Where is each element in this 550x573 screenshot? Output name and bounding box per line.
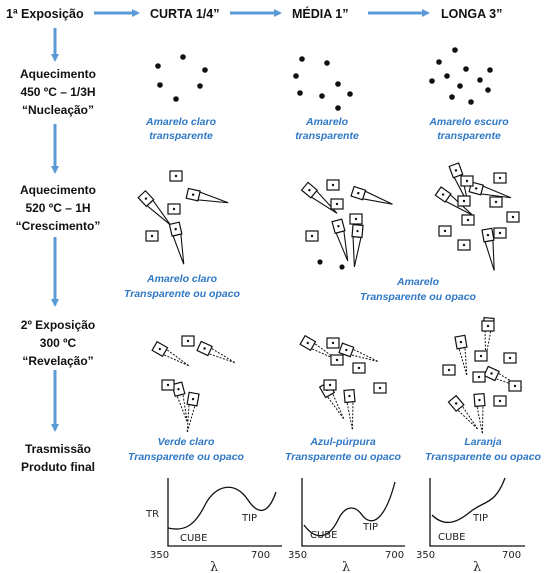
svg-text:Aquecimento: Aquecimento — [20, 183, 96, 197]
svg-text:Amarelo escuro: Amarelo escuro — [428, 116, 509, 128]
header-col-short: CURTA 1/4” — [150, 7, 219, 21]
transmission-graph-short: TR CUBE TIP 350 700 λ — [145, 478, 282, 573]
svg-text:Transparente ou opaco: Transparente ou opaco — [128, 451, 245, 463]
svg-text:Amarelo claro: Amarelo claro — [145, 116, 217, 128]
result-final-short: Verde claro Transparente ou opaco — [128, 436, 245, 463]
crystals-growth-medium — [300, 179, 395, 270]
graph-tip-label: TIP — [362, 522, 378, 533]
header-col-medium: MÉDIA 1” — [292, 6, 349, 21]
graph-cube-label: CUBE — [180, 533, 207, 544]
graph-xmax: 700 — [502, 550, 521, 561]
step-final: Trasmissão Produto final — [21, 442, 95, 474]
svg-text:Trasmissão: Trasmissão — [25, 442, 91, 456]
graph-tip-label: TIP — [472, 513, 488, 524]
svg-text:transparente: transparente — [437, 130, 501, 142]
graph-cube-label: CUBE — [310, 530, 337, 541]
header-col-long: LONGA 3” — [441, 7, 502, 21]
svg-text:Azul-púrpura: Azul-púrpura — [309, 436, 375, 448]
graph-xmin: 350 — [150, 550, 169, 561]
svg-text:Produto final: Produto final — [21, 460, 95, 474]
crystals-dev-short — [151, 335, 239, 435]
nuclei-long — [429, 47, 493, 105]
svg-text:Transparente ou opaco: Transparente ou opaco — [425, 451, 542, 463]
graph-xvar: λ — [342, 560, 350, 573]
nuclei-short — [155, 54, 208, 102]
svg-text:transparente: transparente — [149, 130, 213, 142]
svg-text:Amarelo: Amarelo — [305, 116, 349, 128]
result-growth-short: Amarelo claro Transparente ou opaco — [124, 273, 241, 300]
crystals-dev-medium — [299, 335, 387, 431]
graph-xvar: λ — [473, 560, 481, 573]
crystals-growth-short — [137, 170, 230, 266]
result-nucleation-medium: Amarelo transparente — [295, 116, 359, 142]
crystals-dev-long — [442, 317, 526, 435]
svg-text:“Revelação”: “Revelação” — [22, 354, 93, 368]
graph-tip-label: TIP — [241, 513, 257, 524]
svg-text:520 ºC – 1H: 520 ºC – 1H — [25, 201, 90, 215]
graph-ylabel: TR — [145, 509, 159, 520]
svg-text:Aquecimento: Aquecimento — [20, 67, 96, 81]
graph-xvar: λ — [210, 560, 218, 573]
svg-text:Transparente ou opaco: Transparente ou opaco — [124, 288, 241, 300]
result-growth-other: Amarelo Transparente ou opaco — [360, 276, 477, 303]
graph-xmax: 700 — [251, 550, 270, 561]
svg-text:450 ºC – 1/3H: 450 ºC – 1/3H — [20, 85, 95, 99]
svg-text:transparente: transparente — [295, 130, 359, 142]
step-growth: Aquecimento 520 ºC – 1H “Crescimento” — [16, 183, 101, 233]
svg-text:Transparente ou opaco: Transparente ou opaco — [360, 291, 477, 303]
result-nucleation-long: Amarelo escuro transparente — [428, 116, 509, 142]
svg-text:Amarelo claro: Amarelo claro — [146, 273, 218, 285]
result-final-long: Laranja Transparente ou opaco — [425, 436, 542, 463]
graph-xmax: 700 — [385, 550, 404, 561]
header-step1: 1ª Exposição — [6, 7, 84, 21]
svg-text:Laranja: Laranja — [464, 436, 502, 448]
svg-text:Amarelo: Amarelo — [396, 276, 440, 288]
graph-cube-label: CUBE — [438, 532, 465, 543]
svg-text:2º Exposição: 2º Exposição — [21, 318, 95, 332]
graph-xmin: 350 — [288, 550, 307, 561]
result-nucleation-short: Amarelo claro transparente — [145, 116, 217, 142]
svg-text:“Crescimento”: “Crescimento” — [16, 219, 101, 233]
svg-text:Transparente ou opaco: Transparente ou opaco — [285, 451, 402, 463]
svg-text:Verde claro: Verde claro — [158, 436, 215, 448]
crystals-growth-long — [434, 162, 520, 273]
result-final-medium: Azul-púrpura Transparente ou opaco — [285, 436, 402, 463]
step-development: 2º Exposição 300 ºC “Revelação” — [21, 318, 95, 368]
transmission-graph-long: CUBE TIP 350 700 λ — [416, 477, 525, 573]
step-nucleation: Aquecimento 450 ºC – 1/3H “Nucleação” — [20, 67, 96, 117]
transmission-graph-medium: CUBE TIP 350 700 λ — [288, 478, 405, 573]
svg-text:300 ºC: 300 ºC — [40, 336, 77, 350]
nuclei-medium — [293, 56, 353, 111]
graph-xmin: 350 — [416, 550, 435, 561]
svg-text:“Nucleação”: “Nucleação” — [22, 103, 94, 117]
